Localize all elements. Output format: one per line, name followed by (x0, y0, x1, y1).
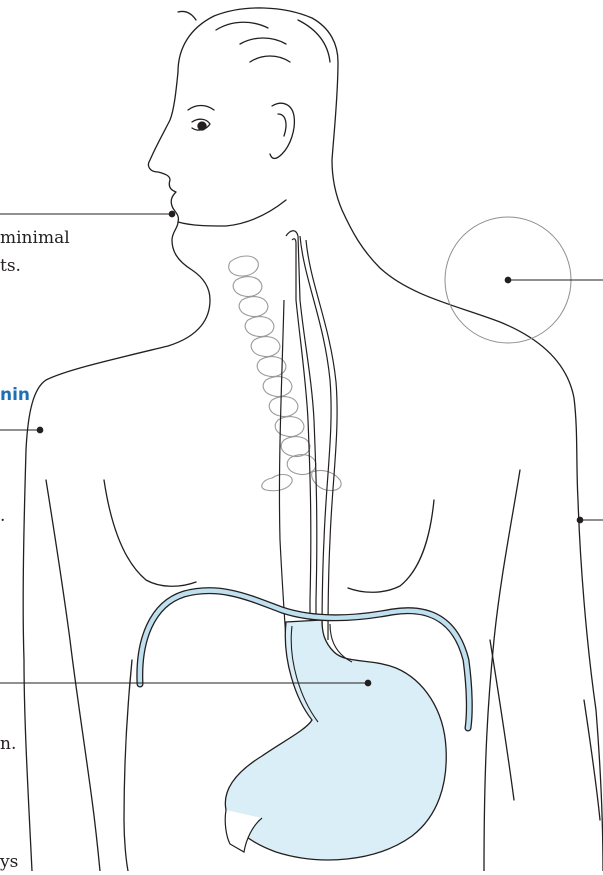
leader-dot-shoulder (37, 427, 43, 433)
right-arm-inner (484, 470, 520, 871)
trachea (229, 256, 341, 491)
ear-inner (278, 114, 286, 136)
callout-stomach: n. (0, 736, 16, 753)
hair-strands (178, 11, 330, 62)
callout-arm-mark: . (0, 508, 5, 525)
leader-dot-stomach (365, 680, 371, 686)
callout-bottom: ys (0, 854, 18, 871)
section-heading: nin (0, 387, 30, 404)
left-arm-inner (46, 480, 100, 871)
chest-line-left (104, 480, 196, 586)
pupil (198, 122, 206, 130)
face-profile (23, 72, 210, 871)
chest-line-right (348, 500, 434, 592)
waist-left (124, 660, 132, 871)
callout-mouth-line1: minimal (0, 230, 70, 247)
stomach (225, 620, 446, 860)
leader-dot-circle (505, 277, 511, 283)
leader-dot-mouth (169, 211, 175, 217)
eyebrow (188, 106, 214, 111)
jaw-line (178, 200, 286, 226)
leader-dot-arm (577, 517, 583, 523)
esophagus (279, 231, 337, 640)
callout-mouth-line2: ts. (0, 258, 21, 275)
ear (270, 103, 294, 158)
right-edge-line (584, 700, 600, 820)
waist-right (490, 640, 514, 800)
